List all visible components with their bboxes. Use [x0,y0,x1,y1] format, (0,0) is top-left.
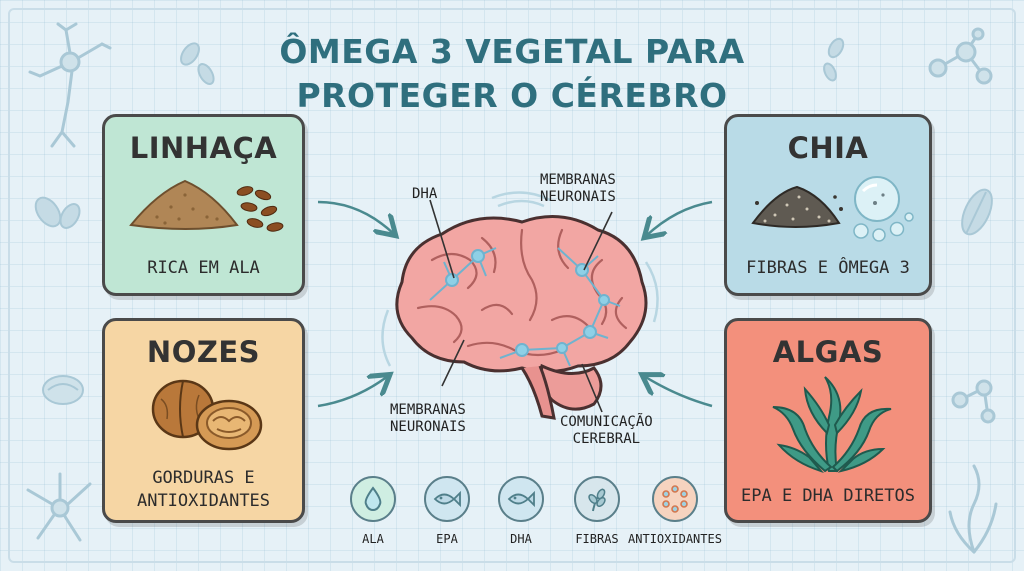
label-membranas-bottom-line-1: MEMBRANAS [390,402,466,418]
legend-item-fibras: FIBRAS [552,476,642,546]
title-line-1: ÔMEGA 3 VEGETAL PARA [279,32,745,71]
label-comunicacao-line-2: CEREBRAL [572,431,641,447]
leaf-icon [588,488,606,512]
leaf-decoration-icon [823,37,845,82]
card-chia: CHIA FIBRAS E ÔMEGA 3 [724,114,932,296]
card-algas-desc: EPA E DHA DIRETOS [741,486,915,506]
card-linhaca: LINHAÇA RICA EM ALA [102,114,305,296]
page-frame [8,8,1016,563]
flaxseed-icon [129,179,284,232]
leaf-decoration-icon [180,42,215,85]
arrow-linhaca [317,200,394,234]
label-dha: DHA [412,186,438,202]
card-nozes-title: NOZES [146,335,261,369]
molecule-icon [662,485,688,513]
seaweed-decoration-icon [948,464,998,554]
neuron-decoration-icon [28,22,112,148]
page-title: ÔMEGA 3 VEGETAL PARA PROTEGER O CÉREBRO [262,30,762,118]
card-linhaca-title: LINHAÇA [129,131,278,165]
arrow-nozes [317,376,388,408]
label-membranas-top-line-2: NEURONAIS [540,189,616,205]
legend-label-epa: EPA [436,532,458,546]
card-nozes-desc: GORDURAS E ANTIOXIDANTES [105,467,302,513]
title-line-2: PROTEGER O CÉREBRO [296,76,728,115]
legend-fibras-circle [574,476,620,522]
card-algas: ALGAS EPA E DHA DIRETOS [724,318,932,523]
legend-antioxidantes-circle [652,476,698,522]
legend-label-ala: ALA [362,532,384,546]
legend-ala-circle [350,476,396,522]
seaweed-icon [772,376,892,473]
legend-item-ala: ALA [328,476,418,546]
legend-item-antioxidantes: ANTIOXIDANTES [620,476,730,546]
card-algas-title: ALGAS [772,335,884,369]
card-chia-desc: FIBRAS E ÔMEGA 3 [746,258,910,278]
card-linhaca-desc: RICA EM ALA [147,258,260,278]
card-nozes-desc-line-2: ANTIOXIDANTES [136,491,271,511]
neuron-decoration-icon [26,472,92,542]
leaf-decoration-icon [961,188,993,236]
molecule-decoration-icon [951,379,996,424]
legend-item-epa: EPA [402,476,492,546]
nutrient-legend: ALA EPA DHA FIBRAS ANTIOXIDANTES [330,476,730,556]
label-membranas-neuronais-top: MEMBRANAS NEURONAIS [540,172,616,206]
legend-epa-circle [424,476,470,522]
card-nozes: NOZES GORDURAS E ANTIOXIDANTES [102,318,305,523]
fish-icon [507,490,535,508]
legend-label-antioxidantes: ANTIOXIDANTES [628,532,722,546]
molecule-decoration-icon [928,27,993,85]
arrow-chia [646,200,713,236]
legend-label-dha: DHA [510,532,532,546]
legend-item-dha: DHA [476,476,566,546]
chia-seeds-icon [751,176,914,242]
leaf-decoration-icon [34,196,81,229]
fish-icon [433,490,461,508]
legend-dha-circle [498,476,544,522]
label-membranas-top-line-1: MEMBRANAS [540,172,616,188]
brain-icon [381,191,659,420]
label-membranas-neuronais-bottom: MEMBRANAS NEURONAIS [390,402,466,436]
legend-label-fibras: FIBRAS [575,532,619,546]
arrow-algas [644,376,713,408]
label-comunicacao-line-1: COMUNICAÇÃO [560,414,653,430]
walnut-icon [151,379,263,451]
card-nozes-desc-line-1: GORDURAS E [152,468,255,488]
shell-decoration-icon [42,375,84,405]
card-chia-title: CHIA [787,131,869,165]
label-membranas-bottom-line-2: NEURONAIS [390,419,466,435]
drop-icon [364,486,382,512]
label-comunicacao-cerebral: COMUNICAÇÃO CEREBRAL [560,414,653,448]
